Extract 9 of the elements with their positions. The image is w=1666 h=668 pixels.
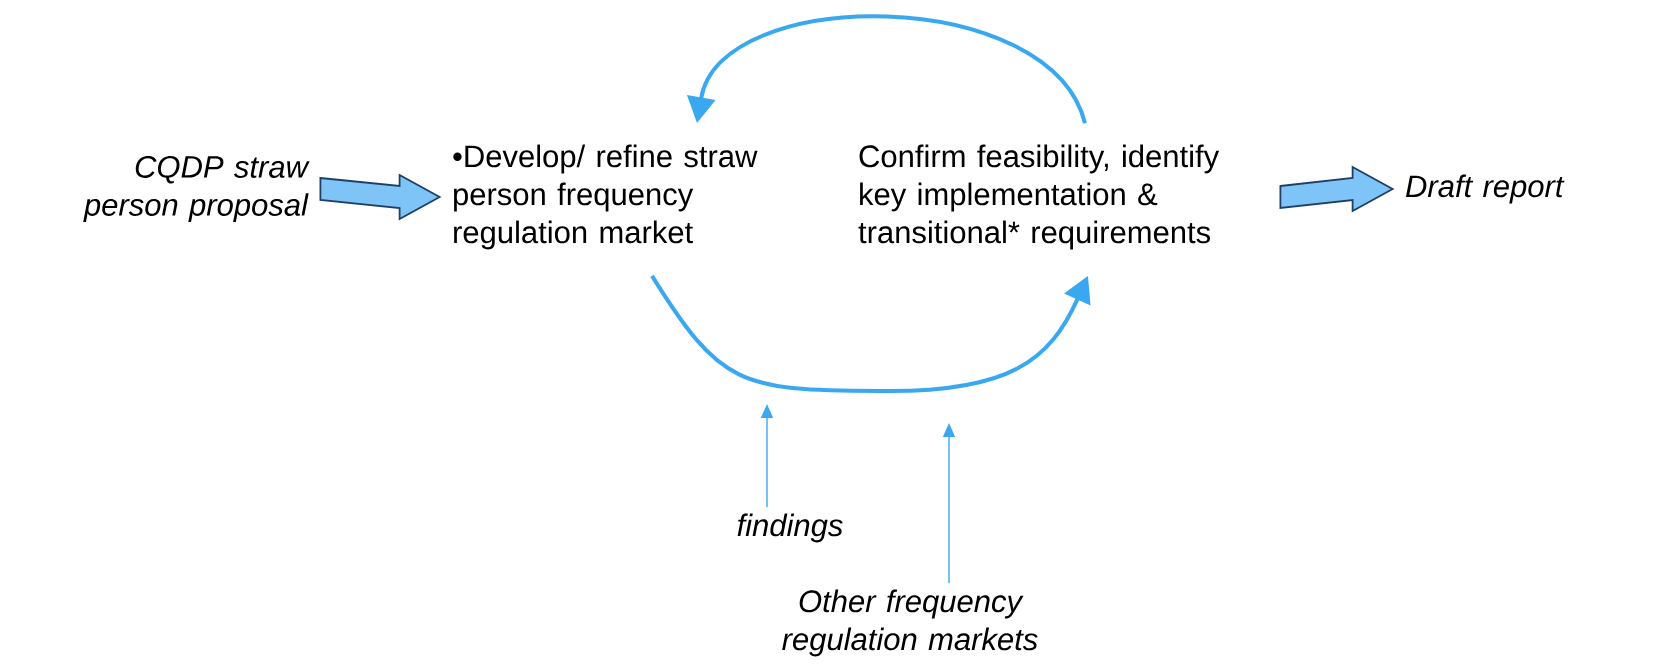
text-label: Other frequency regulation markets <box>782 589 1038 657</box>
text-label: findings <box>737 513 843 543</box>
text-label: Confirm feasibility, identify key implementation & transitional* requirements <box>858 144 1220 250</box>
block-arrow <box>319 173 442 221</box>
text-label: •Develop/ refine straw person frequency regulation market <box>453 144 758 250</box>
text-label: Draft report <box>1405 174 1565 204</box>
text-label: CQDP straw person proposal <box>83 155 310 223</box>
block-arrow <box>1279 165 1395 213</box>
curved-arrow <box>650 274 1091 393</box>
